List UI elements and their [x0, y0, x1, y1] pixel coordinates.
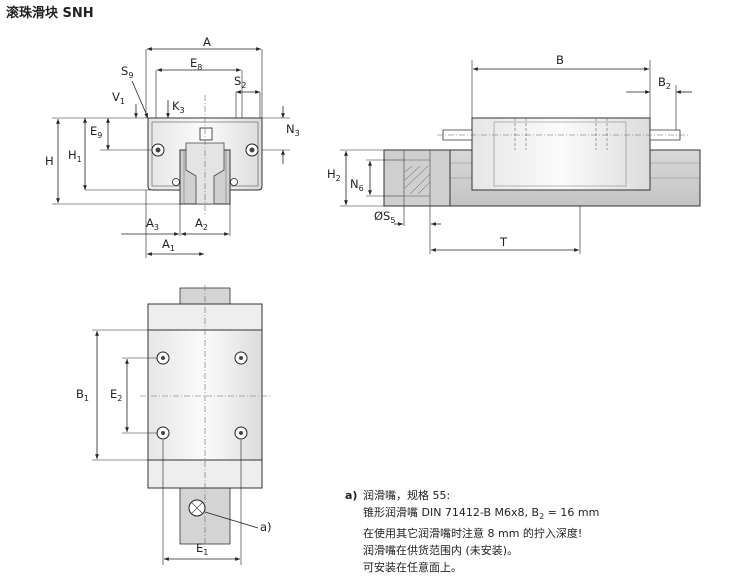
label-S2: S2	[234, 74, 246, 90]
label-B1: B1	[76, 387, 89, 403]
label-T: T	[499, 235, 508, 249]
label-E2: E2	[110, 387, 122, 403]
side-view	[340, 60, 701, 254]
label-H2: H2	[327, 167, 341, 183]
callout-a: a)	[260, 520, 272, 534]
label-A3: A3	[146, 216, 159, 232]
label-H: H	[45, 154, 54, 168]
label-E8: E8	[190, 56, 202, 72]
footnote-line-4: 润滑嘴在供货范围内 (未安装)。	[363, 544, 519, 558]
label-V1: V1	[112, 90, 125, 106]
label-B2: B2	[658, 75, 671, 91]
footnote-key: a)	[345, 489, 358, 502]
footnote: a)润滑嘴，规格 55: 锥形润滑嘴 DIN 71412-B M6x8, B2 …	[345, 487, 599, 576]
label-B: B	[556, 53, 564, 67]
label-A2: A2	[195, 216, 208, 232]
top-view	[92, 285, 270, 565]
label-A: A	[203, 35, 211, 49]
footnote-line-2-pre: 锥形润滑嘴 DIN 71412-B M6x8, B	[363, 506, 540, 519]
label-H1: H1	[68, 148, 82, 164]
footnote-line-2-post: = 16 mm	[544, 506, 600, 519]
label-A1: A1	[162, 237, 175, 253]
footnote-line-1: 润滑嘴，规格 55:	[363, 489, 451, 502]
label-S9: S9	[121, 64, 133, 80]
label-K3: K3	[172, 99, 185, 115]
label-S5: ØS5	[374, 209, 395, 225]
footnote-line-2-sub: 2	[539, 512, 545, 522]
footnote-line-5: 可安装在任意面上。	[363, 561, 462, 575]
label-E1: E1	[196, 541, 208, 557]
label-N6: N6	[350, 177, 364, 193]
label-E9: E9	[90, 124, 102, 140]
front-view	[52, 47, 290, 258]
page-title: 滚珠滑块 SNH	[6, 6, 94, 21]
label-N3: N3	[286, 122, 300, 138]
footnote-line-3: 在使用其它润滑嘴时注意 8 mm 的拧入深度!	[363, 527, 583, 541]
